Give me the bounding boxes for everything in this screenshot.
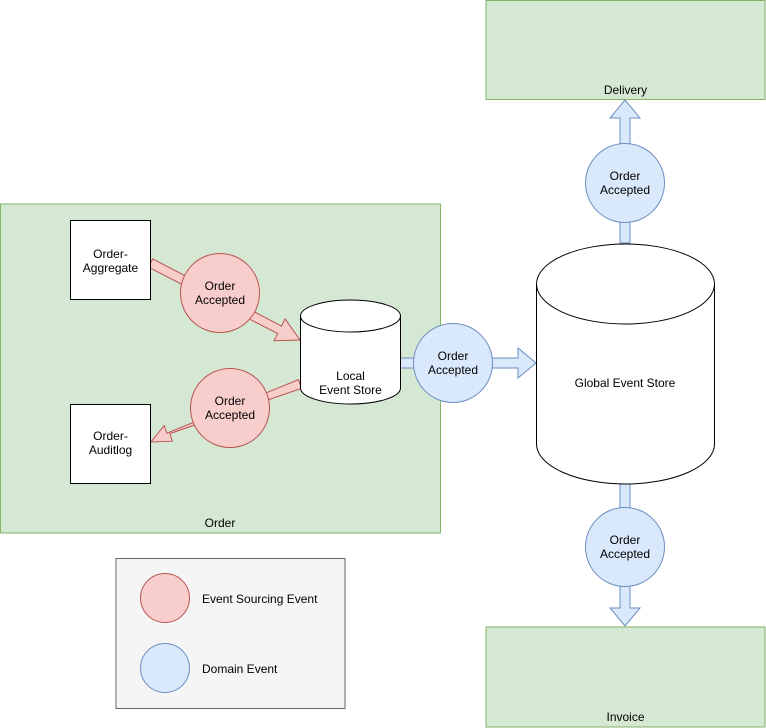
domain-event-delivery: Order Accepted [585,143,665,223]
event-sourcing-event-bottom-circle [190,368,270,448]
order-aggregate-label-line2: Aggregate [83,261,139,275]
local-event-store-label-line2: Event Store [319,383,382,397]
event-sourcing-event-top-circle [180,253,260,333]
domain-event-delivery-circle [585,143,665,223]
global-event-store: Global Event Store [536,243,715,485]
order-aggregate-label-line1: Order- [93,247,128,261]
local-event-store-body [300,315,401,405]
event-sourcing-event-bottom-line2: Accepted [205,408,255,422]
legend-sourcing-label: Event Sourcing Event [202,592,318,606]
domain-event-delivery-line1: Order [610,169,641,183]
domain-event-local-circle [413,323,493,403]
order-aggregate: Order- Aggregate [70,220,151,300]
delivery-label: Delivery [604,83,647,97]
domain-event-local-line2: Accepted [428,363,478,377]
delivery-container: Delivery [485,0,766,100]
domain-event-invoice-line1: Order [610,533,641,547]
global-event-store-label: Global Event Store [575,376,676,390]
delivery-box [485,0,766,100]
order-aggregate-box [70,220,151,300]
invoice-label: Invoice [606,710,644,724]
event-sourcing-event-top: Order Accepted [180,253,260,333]
legend-domain-swatch [140,643,190,693]
invoice-container: Invoice [485,626,766,728]
legend-sourcing-swatch [140,573,190,623]
invoice-box [485,626,766,728]
legend-domain-label: Domain Event [202,662,278,676]
event-sourcing-event-top-line2: Accepted [195,293,245,307]
event-sourcing-event-bottom-line1: Order [215,394,246,408]
order-auditlog-label-line2: Auditlog [89,443,132,457]
domain-event-invoice-line2: Accepted [600,547,650,561]
local-event-store-top [300,299,401,333]
domain-event-invoice: Order Accepted [585,507,665,587]
local-event-store: Local Event Store [300,299,401,405]
order-auditlog-box [70,404,151,484]
event-sourcing-event-top-line1: Order [205,279,236,293]
order-auditlog-label-line1: Order- [93,429,128,443]
domain-event-delivery-line2: Accepted [600,183,650,197]
order-label: Order [205,516,236,530]
domain-event-local-line1: Order [438,349,469,363]
global-event-store-top [536,243,715,325]
event-sourcing-event-bottom: Order Accepted [190,368,270,448]
legend: Event Sourcing Event Domain Event [115,558,346,709]
domain-event-local: Order Accepted [413,323,493,403]
global-event-store-body [536,283,715,485]
order-auditlog: Order- Auditlog [70,404,151,484]
local-event-store-label-line1: Local [336,369,365,383]
domain-event-invoice-circle [585,507,665,587]
